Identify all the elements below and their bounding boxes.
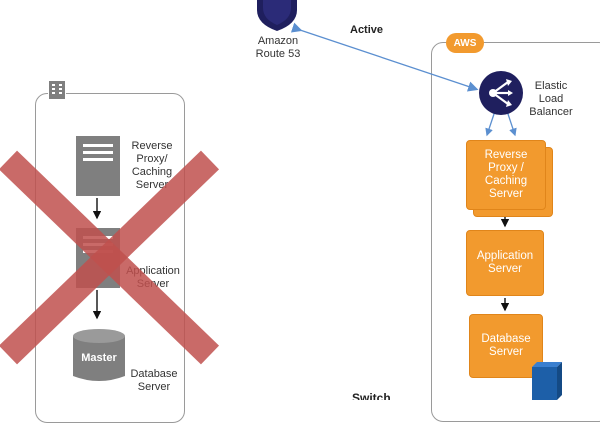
left-reverse-proxy-label: Reverse Proxy/ Caching Server — [131, 140, 173, 191]
left-reverse-proxy-server-icon — [76, 136, 120, 196]
active-label: Active — [350, 24, 384, 36]
right-reverse-proxy-server: Reverse Proxy / Caching Server — [466, 140, 546, 210]
connector-layer — [92, 22, 517, 320]
right-application-server: Application Server — [466, 230, 544, 296]
route53-shield-icon — [255, 0, 299, 32]
elastic-load-balancer-icon — [478, 70, 524, 116]
building-icon — [48, 80, 66, 100]
route53-label: Amazon Route 53 — [255, 35, 301, 60]
right-application-label: Application Server — [476, 250, 534, 275]
right-reverse-proxy-label: Reverse Proxy / Caching Server — [484, 149, 528, 200]
master-label: Master — [81, 352, 117, 364]
active-connection-line — [290, 22, 479, 92]
elb-to-proxy-arrow-left — [485, 106, 500, 137]
failure-cross-mark — [0, 150, 220, 365]
right-database-server: Database Server — [469, 314, 543, 378]
right-database-label: Database Server — [481, 333, 531, 358]
left-database-cylinder-icon — [72, 328, 126, 384]
bottom-clipped-label: Switch — [352, 392, 391, 400]
elb-label: Elastic Load Balancer — [529, 80, 573, 118]
elb-to-proxy-arrow-right — [502, 106, 517, 137]
left-database-label: Database Server — [130, 368, 178, 393]
storage-volume-icon — [532, 362, 562, 400]
